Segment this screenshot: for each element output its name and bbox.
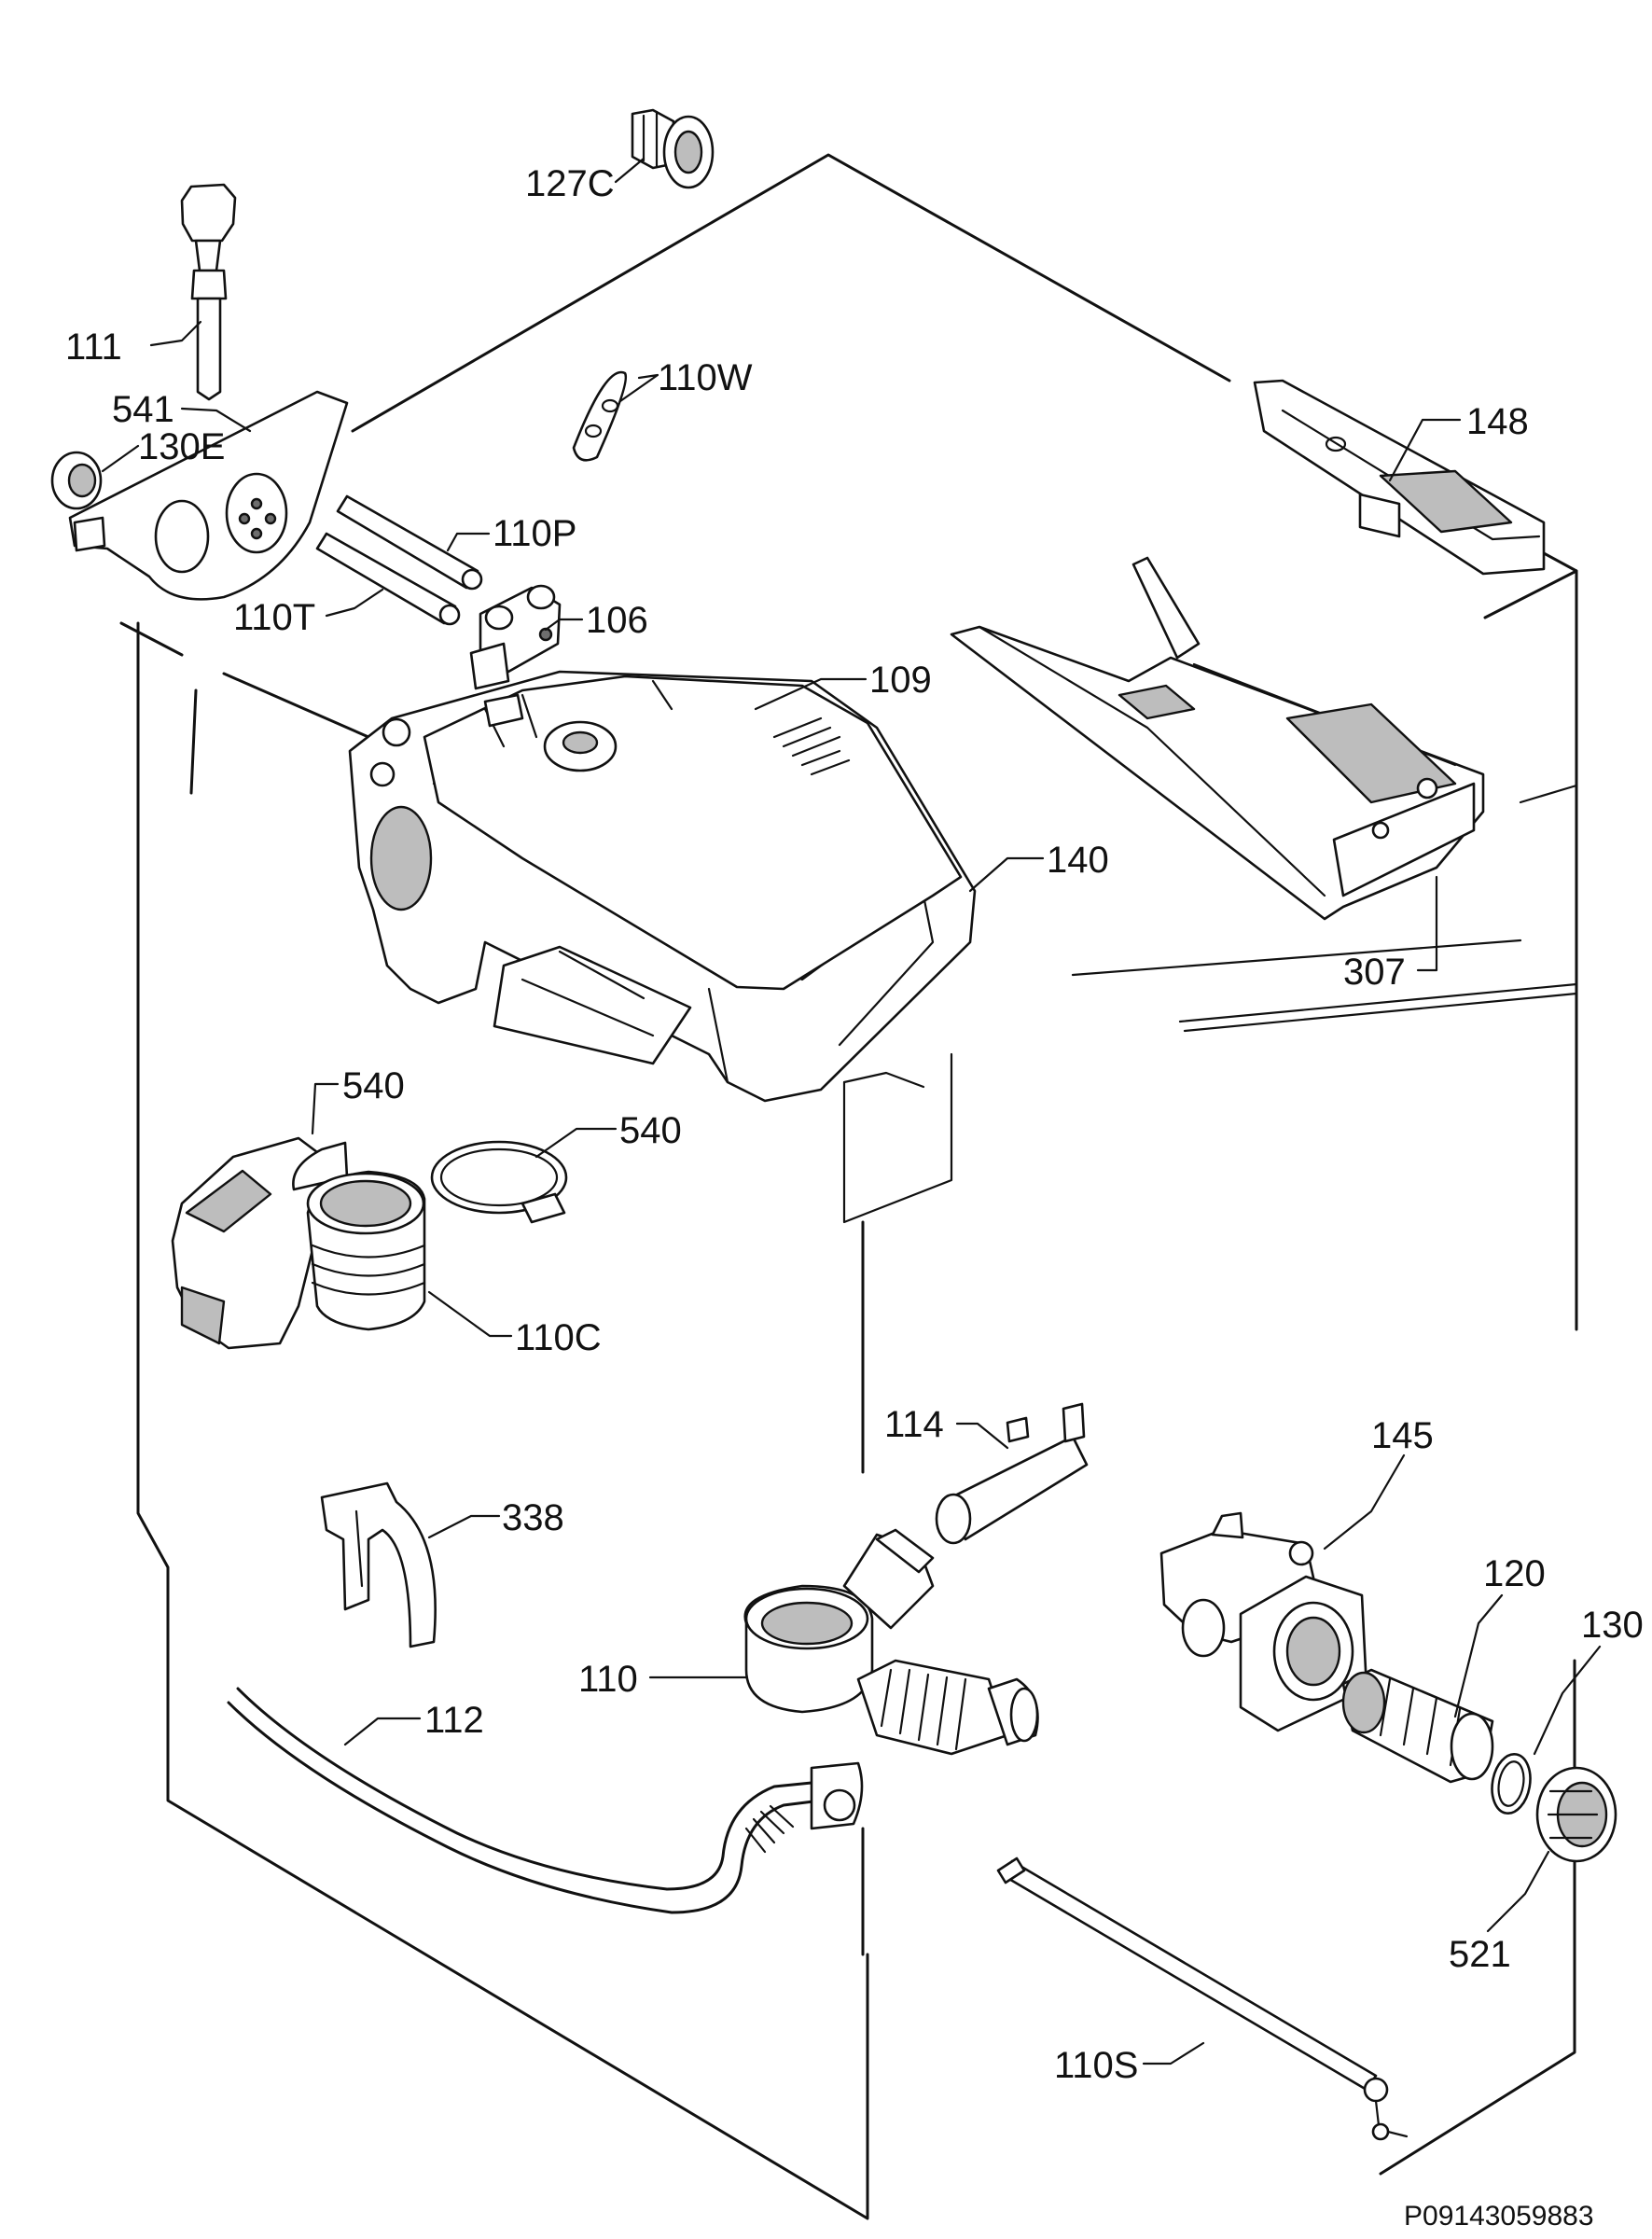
label-120: 120 xyxy=(1483,1553,1546,1594)
label-110p: 110P xyxy=(493,513,576,554)
part-148-drawing xyxy=(1253,379,1546,576)
part-labels: 127C 111 110W 148 541 130E 110P 110T 106… xyxy=(65,163,1644,2232)
part-130e-drawing xyxy=(50,451,103,510)
part-307-drawing xyxy=(950,556,1485,921)
label-110s: 110S xyxy=(1054,2045,1138,2086)
part-110p-drawing xyxy=(336,494,483,591)
part-145-drawing xyxy=(1159,1511,1368,1732)
label-307: 307 xyxy=(1343,952,1406,993)
label-111: 111 xyxy=(65,327,122,368)
part-110t-drawing xyxy=(315,532,461,626)
part-109-drawing xyxy=(369,674,963,991)
label-145: 145 xyxy=(1371,1415,1434,1456)
label-110c: 110C xyxy=(515,1317,602,1358)
label-540-lower: 540 xyxy=(619,1110,682,1151)
label-110w: 110W xyxy=(658,357,753,398)
label-140: 140 xyxy=(1047,840,1109,881)
part-114-drawing xyxy=(935,1402,1089,1545)
part-130-drawing xyxy=(1491,1752,1532,1815)
diagram-reference-code: P09143059883 xyxy=(1404,2201,1594,2232)
part-120-drawing xyxy=(1341,1668,1494,1784)
label-110: 110 xyxy=(578,1659,638,1700)
label-521: 521 xyxy=(1449,1934,1511,1975)
part-338-drawing xyxy=(320,1481,437,1648)
label-109: 109 xyxy=(869,660,932,701)
leader-lines xyxy=(101,157,1602,2065)
label-338: 338 xyxy=(502,1497,564,1538)
label-148: 148 xyxy=(1466,401,1529,442)
label-112: 112 xyxy=(424,1700,484,1741)
label-541: 541 xyxy=(112,389,174,430)
part-127c-drawing xyxy=(631,108,715,189)
part-540-clamp-drawing xyxy=(430,1140,568,1224)
label-130e: 130E xyxy=(138,426,225,467)
label-114: 114 xyxy=(884,1404,944,1445)
label-540-upper: 540 xyxy=(342,1065,405,1106)
part-106-drawing xyxy=(469,584,562,690)
part-110w-drawing xyxy=(572,370,628,462)
part-521-drawing xyxy=(1535,1766,1617,1863)
label-106: 106 xyxy=(586,600,648,641)
label-127c: 127C xyxy=(525,163,615,204)
part-541-drawing xyxy=(68,390,349,601)
part-111-drawing xyxy=(180,183,237,401)
part-110s-drawing xyxy=(996,1857,1409,2141)
part-110c-drawing xyxy=(171,1136,426,1350)
part-110-drawing xyxy=(743,1528,1039,1756)
label-110t: 110T xyxy=(233,597,315,638)
part-112-drawing xyxy=(227,1687,864,1914)
label-130: 130 xyxy=(1581,1605,1644,1646)
